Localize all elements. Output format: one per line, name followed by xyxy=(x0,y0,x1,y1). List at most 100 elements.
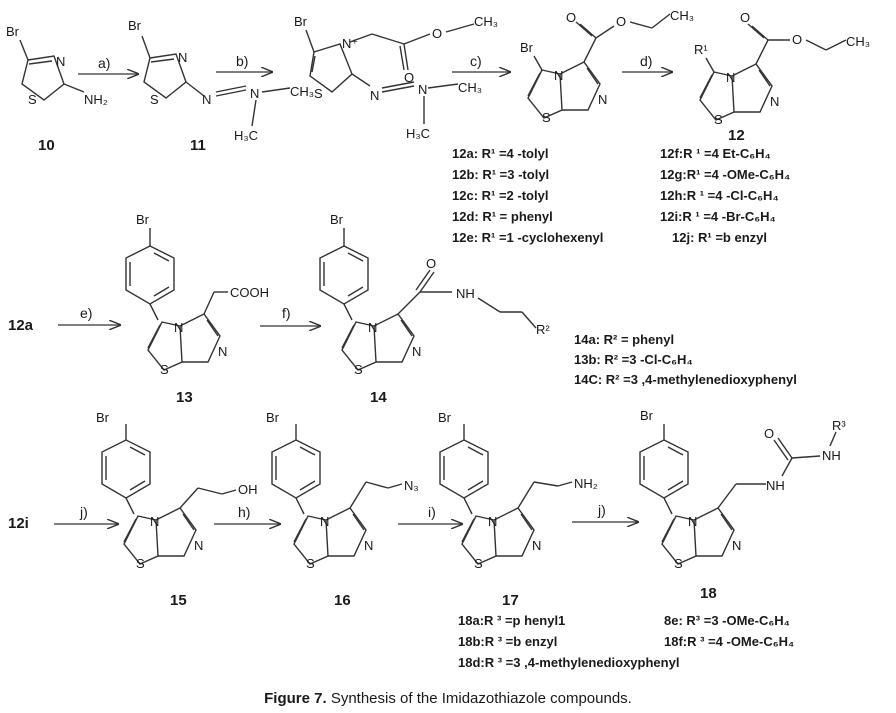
compound-16-label: 16 xyxy=(334,592,351,609)
svg-text:NH: NH xyxy=(456,286,475,301)
atom-br: Br xyxy=(6,24,20,39)
step-a: a) xyxy=(98,55,110,71)
figure-caption-label: Figure 7. xyxy=(264,690,327,707)
svg-text:CH₃: CH₃ xyxy=(474,14,498,29)
step-c: c) xyxy=(470,53,482,69)
svg-text:O: O xyxy=(764,426,774,441)
step-e: e) xyxy=(80,305,92,321)
figure-caption-text: Synthesis of the Imidazothiazole compoun… xyxy=(330,690,632,707)
svg-text:N: N xyxy=(598,92,607,107)
compound-14-structure: Br O NH N S N R² xyxy=(319,212,550,377)
svg-text:Br: Br xyxy=(266,410,280,425)
svg-text:N: N xyxy=(320,514,329,529)
svg-text:NH₂: NH₂ xyxy=(574,476,598,491)
svg-text:N: N xyxy=(368,320,377,335)
svg-text:Br: Br xyxy=(136,212,150,227)
svg-text:CH₃: CH₃ xyxy=(290,84,314,99)
substituent-12g: 12g:R¹ =4 -OMe-C₆H₄ xyxy=(660,167,790,182)
substituent-list-18: 18a:R ³ =p henyl1 18b:R ³ =b enzyl 18d:R… xyxy=(458,613,794,670)
substituent-14c: 14C: R² =3 ,4-methylenedioxyphenyl xyxy=(574,372,797,387)
svg-text:R³: R³ xyxy=(832,418,846,433)
compound-13-label: 13 xyxy=(176,389,193,406)
svg-text:S: S xyxy=(136,556,145,571)
substituent-12a: 12a: R¹ =4 -tolyl xyxy=(452,146,548,161)
svg-text:CH₃: CH₃ xyxy=(458,80,482,95)
start-12i-label: 12i xyxy=(8,515,29,532)
svg-text:O: O xyxy=(616,14,626,29)
substituent-12e: 12e: R¹ =1 -cyclohexenyl xyxy=(452,230,603,245)
substituent-12i: 12i:R ¹ =4 -Br-C₆H₄ xyxy=(660,209,776,224)
svg-text:O: O xyxy=(432,26,442,41)
svg-text:Br: Br xyxy=(438,410,452,425)
compound-11-structure: Br N S N N CH₃ H₃C xyxy=(128,18,314,143)
svg-text:N: N xyxy=(532,538,541,553)
svg-text:O: O xyxy=(740,10,750,25)
svg-text:Br: Br xyxy=(520,40,534,55)
svg-text:N: N xyxy=(218,344,227,359)
step-h: h) xyxy=(238,504,250,520)
compound-16-structure: Br N S N N₃ xyxy=(266,410,419,571)
svg-text:O: O xyxy=(426,256,436,271)
svg-text:N: N xyxy=(412,344,421,359)
svg-text:Br: Br xyxy=(128,18,142,33)
substituent-18a: 18a:R ³ =p henyl1 xyxy=(458,613,565,628)
svg-text:S: S xyxy=(160,362,169,377)
svg-text:N: N xyxy=(250,86,259,101)
substituent-14a: 14a: R² = phenyl xyxy=(574,332,674,347)
step-i: i) xyxy=(428,504,436,520)
substituent-18d: 18d:R ³ =3 ,4-methylenedioxyphenyl xyxy=(458,655,679,670)
compound-15-label: 15 xyxy=(170,592,187,609)
substituent-12f: 12f:R ¹ =4 Et-C₆H₄ xyxy=(660,146,771,161)
svg-text:S: S xyxy=(314,86,323,101)
svg-text:S: S xyxy=(150,92,159,107)
svg-text:R¹: R¹ xyxy=(694,42,708,57)
svg-text:H₃C: H₃C xyxy=(234,128,258,143)
svg-text:Br: Br xyxy=(96,410,110,425)
svg-text:N: N xyxy=(732,538,741,553)
substituent-18f: 18f:R ³ =4 -OMe-C₆H₄ xyxy=(664,634,794,649)
svg-text:H₃C: H₃C xyxy=(406,126,430,141)
thiazolium-intermediate-structure: Br N⁺ S O O CH₃ N N CH₃ H₃C xyxy=(294,14,498,141)
svg-text:CH₃: CH₃ xyxy=(846,34,870,49)
svg-text:S: S xyxy=(542,110,551,125)
svg-text:N: N xyxy=(150,514,159,529)
bromo-ester-structure: Br N S N O O CH₃ xyxy=(520,8,694,125)
svg-text:N: N xyxy=(688,514,697,529)
atom-nh2: NH₂ xyxy=(84,92,108,107)
svg-text:Br: Br xyxy=(640,408,654,423)
step-b: b) xyxy=(236,53,248,69)
compound-17-label: 17 xyxy=(502,592,519,609)
svg-text:R²: R² xyxy=(536,322,550,337)
compound-12-label: 12 xyxy=(728,127,745,144)
svg-text:N: N xyxy=(202,92,211,107)
svg-text:S: S xyxy=(306,556,315,571)
substituent-12b: 12b: R¹ =3 -tolyl xyxy=(452,167,549,182)
substituent-18b: 18b:R ³ =b enzyl xyxy=(458,634,557,649)
compound-11-label: 11 xyxy=(190,137,206,154)
svg-text:Br: Br xyxy=(294,14,308,29)
svg-text:O: O xyxy=(566,10,576,25)
substituent-13b: 13b: R² =3 -Cl-C₆H₄ xyxy=(574,352,693,367)
svg-text:O: O xyxy=(792,32,802,47)
substituent-12c: 12c: R¹ =2 -tolyl xyxy=(452,188,548,203)
svg-text:S: S xyxy=(474,556,483,571)
substituent-12h: 12h:R ¹ =4 -Cl-C₆H₄ xyxy=(660,188,779,203)
svg-text:N: N xyxy=(418,82,427,97)
svg-text:N: N xyxy=(174,320,183,335)
substituent-list-14: 14a: R² = phenyl 13b: R² =3 -Cl-C₆H₄ 14C… xyxy=(574,332,797,387)
substituent-12j: 12j: R¹ =b enzyl xyxy=(672,230,767,245)
compound-10-structure: Br N S NH₂ xyxy=(6,24,108,107)
svg-text:N: N xyxy=(370,88,379,103)
compound-15-structure: Br N S N OH xyxy=(96,410,258,571)
compound-17-structure: Br N S N NH₂ xyxy=(438,410,598,571)
svg-text:COOH: COOH xyxy=(230,285,269,300)
compound-18-structure: Br N S N NH O NH R³ xyxy=(639,408,846,571)
compound-18-label: 18 xyxy=(700,585,717,602)
step-j-second: j) xyxy=(597,502,606,518)
figure-caption: Figure 7. Synthesis of the Imidazothiazo… xyxy=(0,690,896,707)
svg-text:N: N xyxy=(554,68,563,83)
svg-text:OH: OH xyxy=(238,482,258,497)
step-d: d) xyxy=(640,53,652,69)
compound-14-label: 14 xyxy=(370,389,387,406)
